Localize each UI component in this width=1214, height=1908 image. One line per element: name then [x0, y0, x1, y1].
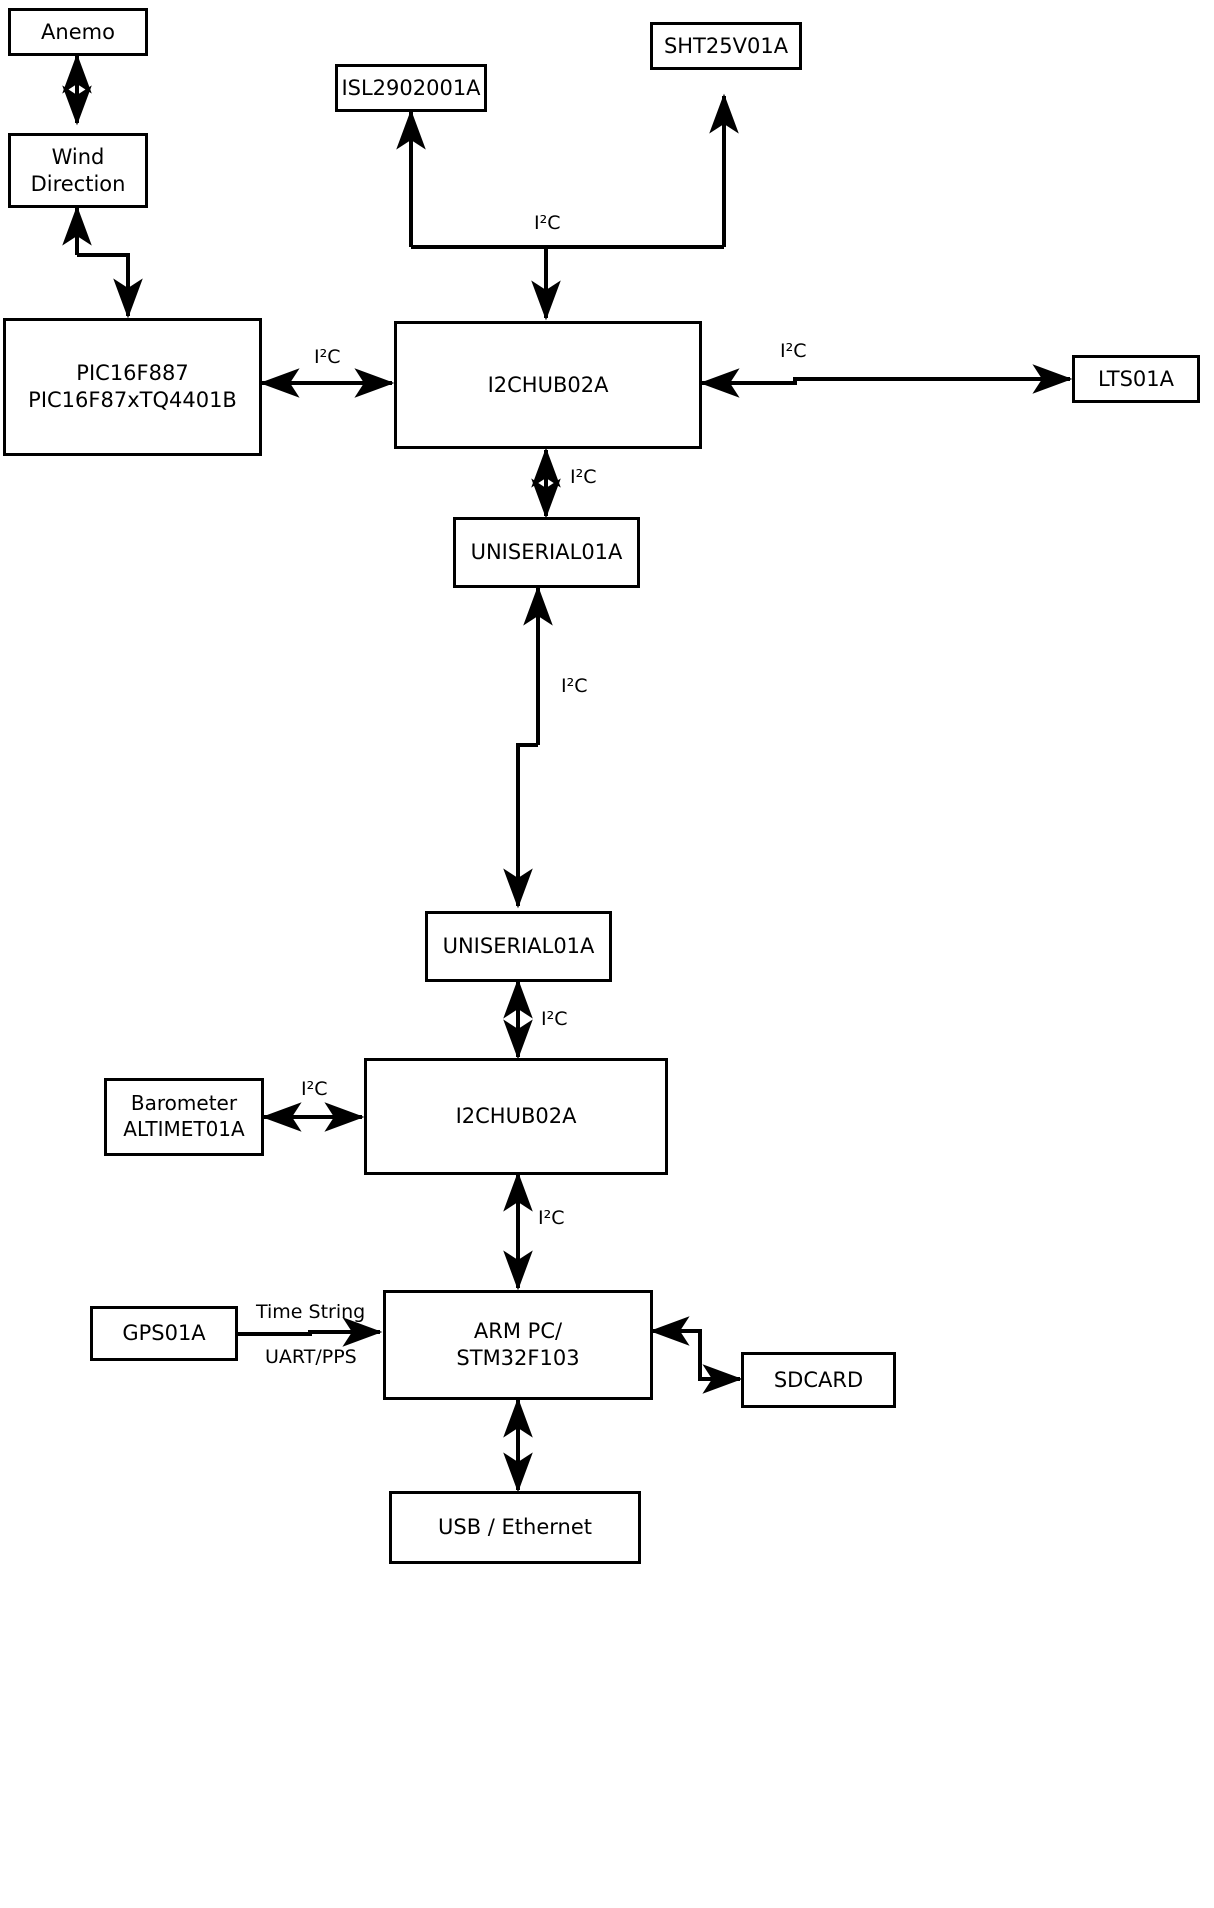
node-anemo[interactable]: Anemo	[8, 8, 148, 56]
node-uniserial01a-top[interactable]: UNISERIAL01A	[453, 517, 640, 588]
node-i2chub02a-bottom[interactable]: I2CHUB02A	[364, 1058, 668, 1175]
node-pic-microcontroller[interactable]: PIC16F887 PIC16F87xTQ4401B	[3, 318, 262, 456]
edge-label-isl-sht-bus: I²C	[534, 212, 561, 234]
edge-hub-lts	[699, 364, 1073, 398]
node-gps01a[interactable]: GPS01A	[90, 1306, 238, 1361]
edge-label-gps-time-string: Time String	[256, 1301, 366, 1323]
edge-gps-arm	[237, 1317, 383, 1347]
node-arm-pc-stm32f103[interactable]: ARM PC/ STM32F103	[383, 1290, 653, 1400]
node-sdcard[interactable]: SDCARD	[741, 1352, 896, 1408]
edge-label-hub-lts: I²C	[780, 340, 807, 362]
edge-label-hub2-arm: I²C	[538, 1207, 565, 1229]
node-usb-ethernet[interactable]: USB / Ethernet	[389, 1491, 641, 1564]
node-isl2902001a[interactable]: ISL2902001A	[335, 64, 487, 112]
node-lts01a[interactable]: LTS01A	[1072, 355, 1200, 403]
edge-label-uniserial-hub2: I²C	[541, 1008, 568, 1030]
edge-arm-sdcard	[652, 1329, 743, 1394]
edge-uniserial-link	[516, 743, 538, 905]
node-sht25v01a[interactable]: SHT25V01A	[650, 22, 802, 70]
edge-label-gps-uart-pps: UART/PPS	[265, 1346, 357, 1368]
edge-label-pic-hub: I²C	[314, 346, 341, 368]
edge-label-barometer-hub2: I²C	[301, 1078, 328, 1100]
node-uniserial01a-bottom[interactable]: UNISERIAL01A	[425, 911, 612, 982]
node-wind-direction[interactable]: Wind Direction	[8, 133, 148, 208]
node-i2chub02a-top[interactable]: I2CHUB02A	[394, 321, 702, 449]
edge-label-uniserial-link: I²C	[561, 675, 588, 697]
edge-pic-wind-elbow	[77, 253, 130, 316]
edge-label-hub-uniserial: I²C	[570, 466, 597, 488]
node-barometer-altimet01a[interactable]: Barometer ALTIMET01A	[104, 1078, 264, 1156]
